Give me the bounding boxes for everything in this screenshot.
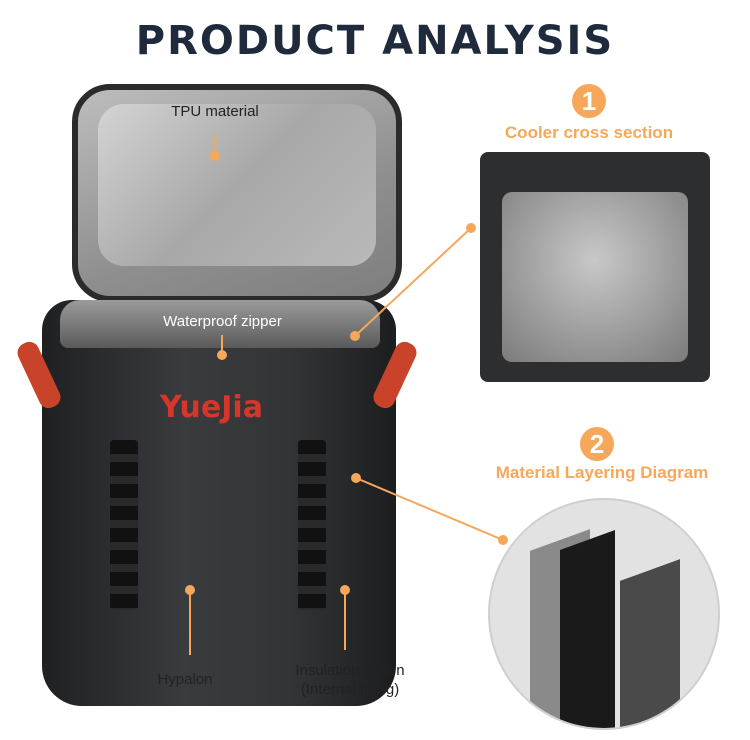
zipper-label: Waterproof zipper (163, 313, 282, 330)
cooler-body (42, 300, 396, 706)
section-2-badge: 2 (580, 427, 614, 461)
cooler-lid (72, 84, 402, 302)
section-1-badge: 1 (572, 84, 606, 118)
section-1-label: Cooler cross section (504, 123, 674, 142)
insulation-label: Insulation cotton (Internal filling) (295, 662, 405, 698)
cooler-opening (60, 300, 380, 348)
section-2-label: Material Layering Diagram (495, 463, 709, 482)
hypalon-label: Hypalon (157, 671, 213, 688)
tpu-label: TPU material (171, 103, 259, 120)
page-title: PRODUCT ANALYSIS (135, 18, 615, 64)
cross-section-image (480, 152, 710, 382)
left-strap (110, 440, 138, 610)
layering-diagram-image (488, 498, 720, 730)
brand-logo: YueJia (160, 390, 263, 425)
right-strap (298, 440, 326, 610)
